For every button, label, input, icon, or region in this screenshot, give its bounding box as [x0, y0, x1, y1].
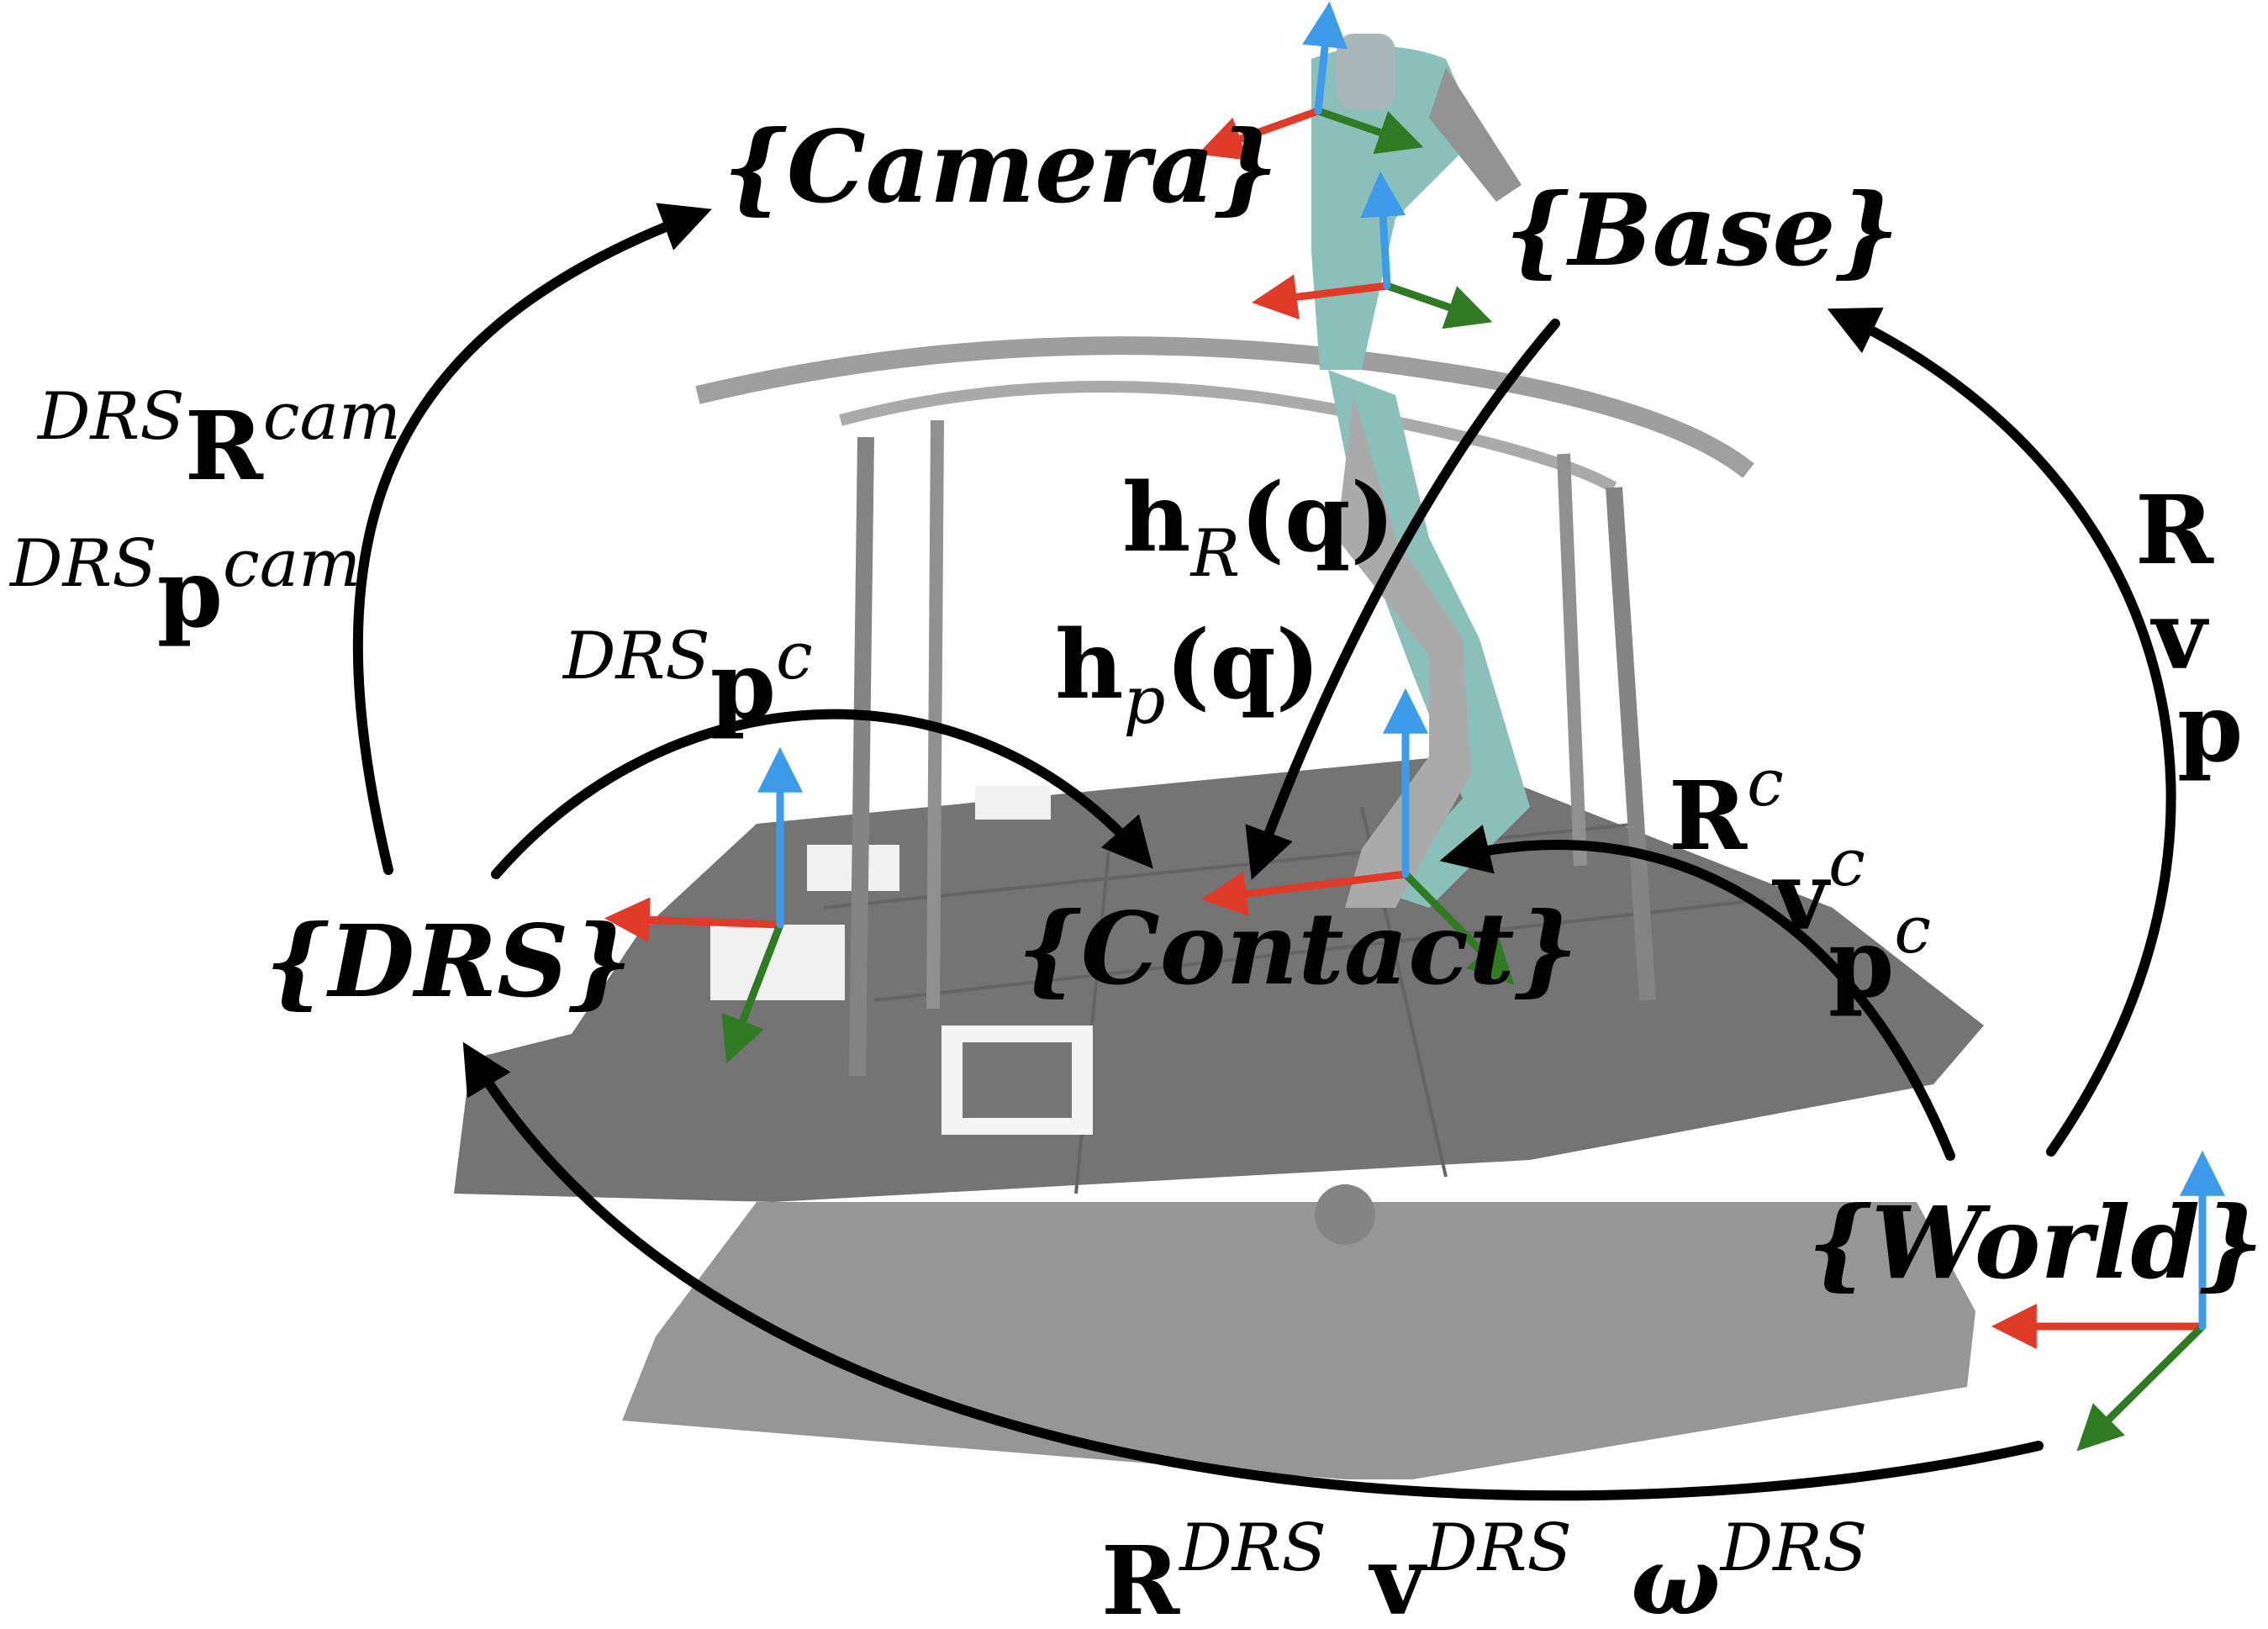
frame-label-camera: {Camera} — [723, 108, 1279, 225]
x-axis-arrow — [1197, 107, 1322, 161]
arrow-base-to-contact — [1245, 319, 1560, 880]
label-world-contact-p: pc — [1828, 893, 1931, 1019]
y-axis-arrow — [1314, 107, 1424, 155]
transform-arrows — [352, 203, 2176, 1501]
label-world-contact-v: vc — [1771, 825, 1865, 952]
robot-head — [1337, 34, 1395, 109]
robot-arm — [1429, 67, 1522, 202]
label-world-base-p: p — [2177, 673, 2243, 783]
fiducial-marker — [975, 786, 1051, 820]
label-world-contact-r: Rc — [1669, 746, 1784, 872]
x-axis-arrow — [1251, 274, 1391, 320]
z-axis-arrow — [1302, 1, 1348, 115]
label-drs-pos-contact: DRSpc — [562, 619, 813, 741]
rail-post — [1606, 487, 1656, 1001]
z-axis-arrow — [1360, 171, 1406, 290]
handrail — [695, 336, 1754, 478]
frame-label-base: {Base} — [1505, 171, 1899, 288]
label-hR: hR(q) — [1122, 463, 1395, 592]
arrow-world-to-contact — [1439, 825, 1955, 1161]
fiducial-marker-pattern — [963, 1042, 1072, 1118]
label-hp: hp(q) — [1055, 610, 1321, 739]
platform-knob — [1315, 1184, 1375, 1245]
rail-post — [849, 436, 874, 1077]
rail-post — [1557, 453, 1587, 867]
handrail — [839, 381, 1617, 493]
x-axis-arrow — [604, 897, 784, 943]
label-world-drs-v: vDRS — [1368, 1510, 1572, 1629]
label-world-base-r: R — [2135, 476, 2214, 586]
arrow-drs-to-camera — [352, 203, 712, 875]
frame-label-drs: {DRS} — [265, 903, 632, 1020]
x-axis-arrow — [1200, 870, 1410, 917]
label-world-drs-r: RDRS — [1101, 1510, 1327, 1629]
triad-drs — [604, 746, 803, 1064]
label-drs-rot-cam: DRSRcam — [36, 379, 401, 502]
platform-seam — [823, 822, 1640, 909]
triad-base — [1251, 171, 1493, 329]
y-axis-arrow — [1383, 282, 1493, 329]
arrow-drs-to-contact — [491, 709, 1153, 879]
label-world-drs-w: ωDRS — [1631, 1510, 1867, 1629]
arrow-world-to-base — [1827, 307, 2176, 1157]
y-axis-arrow — [2076, 1322, 2207, 1452]
label-drs-pos-cam: DRSpcam — [8, 526, 361, 649]
frame-label-contact: {Contact} — [1017, 890, 1579, 1007]
treadmill-base — [622, 1202, 1975, 1479]
arrow-world-to-drs — [462, 1041, 2044, 1501]
triad-contact — [1200, 688, 1515, 985]
y-axis-arrow — [1401, 870, 1515, 985]
platform-seam — [873, 898, 1766, 1002]
triad-camera — [1197, 1, 1424, 161]
robot-leg-rear — [1337, 395, 1471, 908]
rail-post — [926, 419, 944, 1010]
y-axis-arrow — [721, 920, 784, 1064]
label-world-base-v: v — [2149, 581, 2209, 691]
frame-label-world: {World} — [1807, 1184, 2264, 1301]
triad-world — [1991, 1150, 2225, 1452]
